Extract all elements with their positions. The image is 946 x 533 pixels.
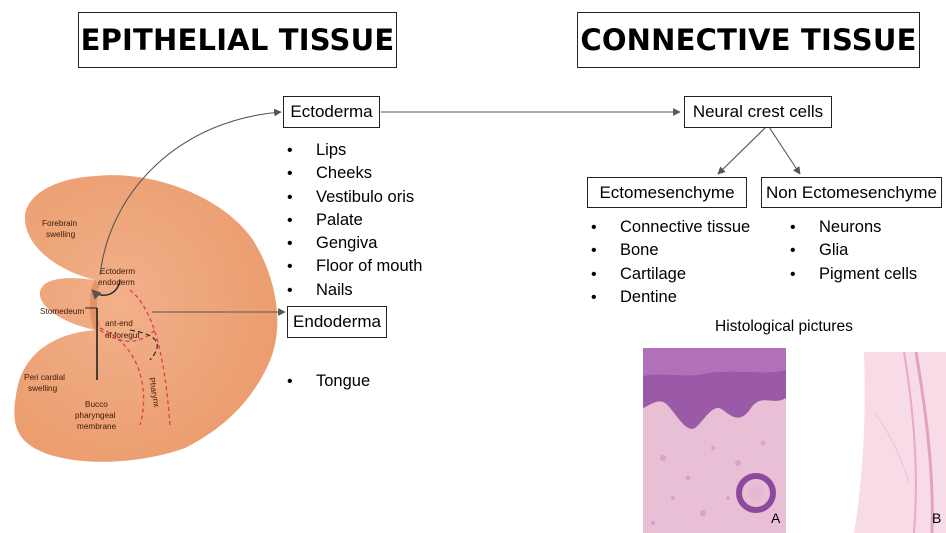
list-item: Tongue	[287, 370, 370, 393]
embryo-label-ectoderm-2: endoderm	[98, 278, 135, 287]
list-item: Cartilage	[591, 263, 750, 286]
neural-crest-label: Neural crest cells	[693, 102, 823, 122]
embryo-label-bucco-1: Bucco	[85, 400, 108, 409]
ectomesenchyme-box: Ectomesenchyme	[587, 177, 747, 208]
arrow-to-non-ectomesenchyme	[769, 127, 800, 174]
embryo-label-bucco-2: pharyngeal	[75, 411, 116, 420]
embryo-label-antend-1: ant-end	[105, 319, 133, 328]
histology-image-a	[643, 348, 786, 533]
list-item: Bone	[591, 239, 750, 262]
embryo-label-pericardial-1: Peri cardial	[24, 373, 65, 382]
endoderma-box: Endoderma	[287, 306, 387, 338]
list-item: Vestibulo oris	[287, 186, 422, 209]
endoderma-label: Endoderma	[293, 312, 381, 332]
histology-image-b	[854, 352, 946, 533]
ectoderma-list: Lips Cheeks Vestibulo oris Palate Gengiv…	[287, 139, 422, 302]
list-item: Connective tissue	[591, 216, 750, 239]
list-item: Pigment cells	[790, 263, 917, 286]
list-item: Dentine	[591, 286, 750, 309]
embryo-label-stomedeum: Stomedeum	[40, 307, 84, 316]
embryo-label-bucco-3: membrane	[77, 422, 117, 431]
embryo-illustration: Forebrain swelling Ectoderm endoderm Sto…	[14, 175, 277, 462]
list-item: Floor of mouth	[287, 255, 422, 278]
list-item: Neurons	[790, 216, 917, 239]
embryo-label-forebrain-1: Forebrain	[42, 219, 77, 228]
list-item: Gengiva	[287, 232, 422, 255]
embryo-label-forebrain-2: swelling	[46, 230, 76, 239]
panel-a-label: A	[771, 510, 780, 526]
ectoderma-box: Ectoderma	[283, 96, 380, 128]
ectoderma-label: Ectoderma	[290, 102, 372, 122]
list-item: Cheeks	[287, 162, 422, 185]
non-ectomesenchyme-list: Neurons Glia Pigment cells	[790, 216, 917, 286]
embryo-label-pericardial-2: swelling	[28, 384, 58, 393]
list-item: Nails	[287, 279, 422, 302]
embryo-label-ectoderm-1: Ectoderm	[100, 267, 135, 276]
list-item: Palate	[287, 209, 422, 232]
list-item: Lips	[287, 139, 422, 162]
panel-b-label: B	[932, 510, 941, 526]
non-ectomesenchyme-label: Non Ectomesenchyme	[766, 183, 937, 203]
list-item: Glia	[790, 239, 917, 262]
neural-crest-box: Neural crest cells	[684, 96, 832, 128]
ectomesenchyme-label: Ectomesenchyme	[599, 183, 734, 203]
non-ectomesenchyme-box: Non Ectomesenchyme	[761, 177, 942, 208]
histology-caption: Histological pictures	[715, 318, 853, 336]
embryo-label-antend-2: of foregut	[105, 331, 140, 340]
ectomesenchyme-list: Connective tissue Bone Cartilage Dentine	[591, 216, 750, 309]
arrow-to-ectomesenchyme	[718, 127, 766, 174]
endoderma-list: Tongue	[287, 370, 370, 393]
